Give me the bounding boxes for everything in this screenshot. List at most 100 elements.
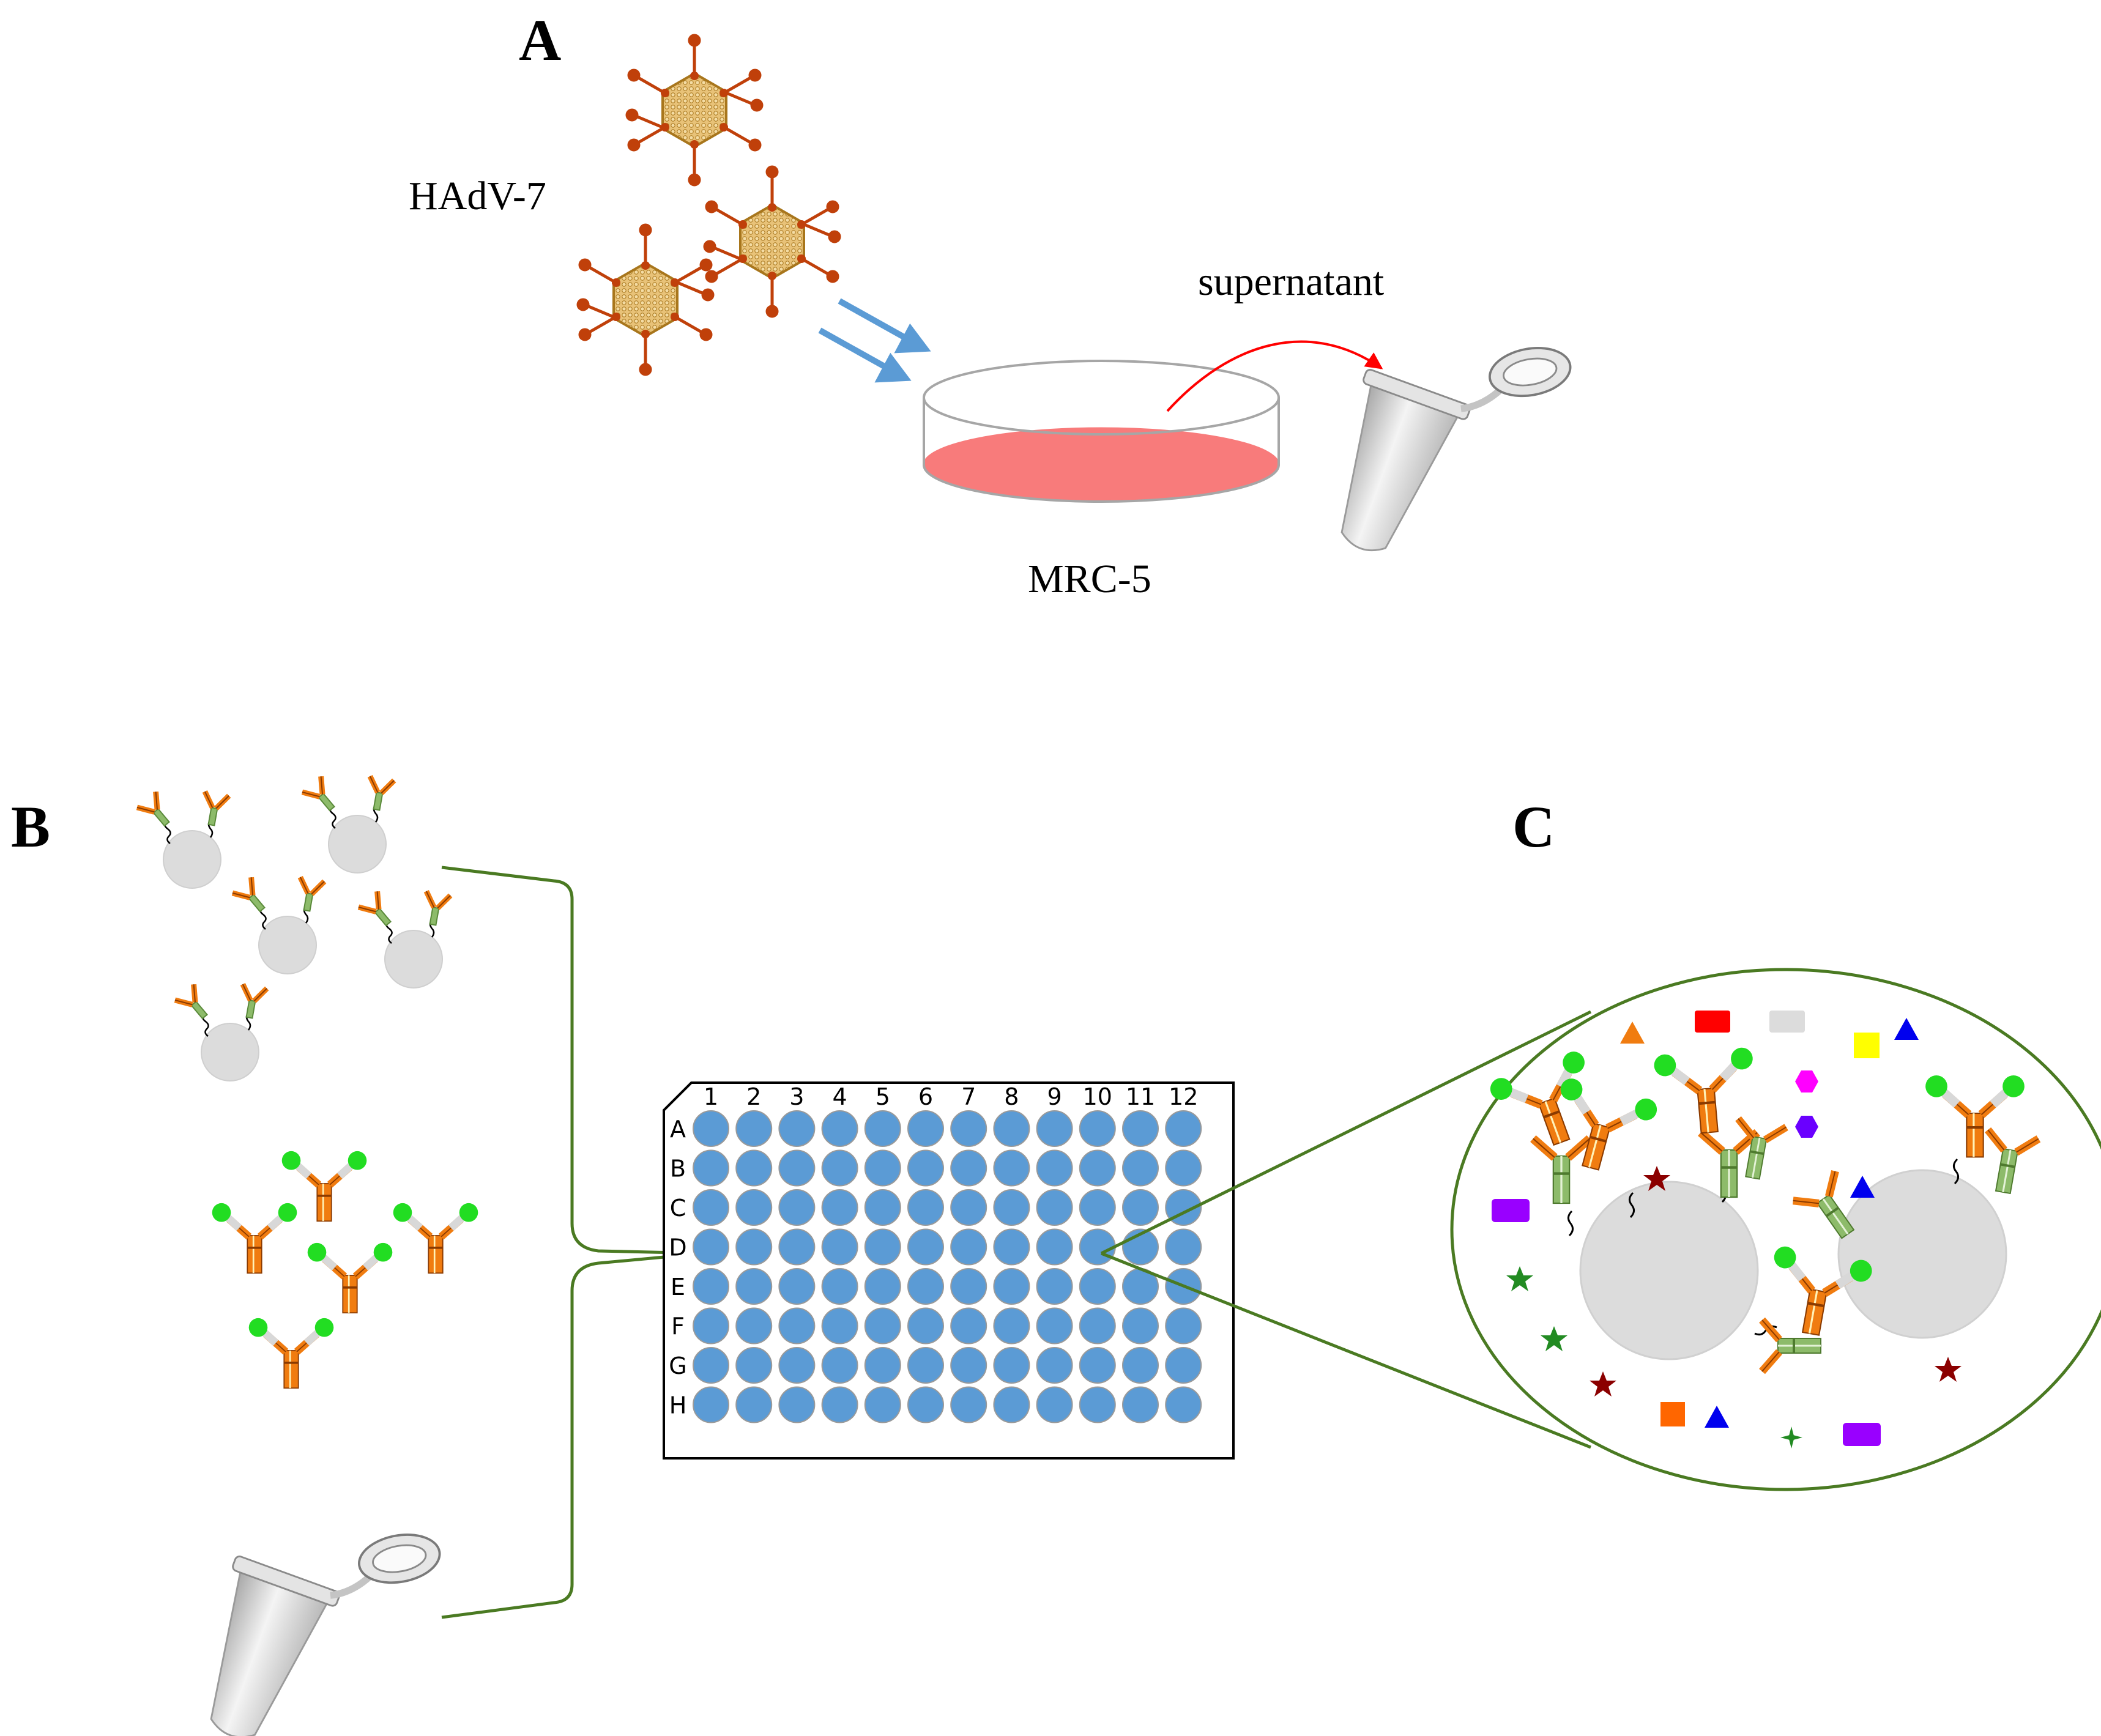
plate-well	[864, 1386, 901, 1423]
plate-well	[778, 1228, 816, 1266]
plate-column-label: 7	[961, 1083, 976, 1110]
labeled-antibody	[249, 1318, 334, 1388]
plate-well	[950, 1307, 987, 1345]
well-zoom-view	[1450, 968, 2101, 1491]
plate-well	[1165, 1347, 1202, 1384]
plate-row-label: C	[670, 1195, 686, 1222]
virus-particle-3	[578, 225, 713, 374]
panel-b-letter: B	[11, 794, 50, 859]
plate-well	[1122, 1307, 1159, 1345]
plate-well	[907, 1110, 944, 1147]
panel-c-letter: C	[1512, 794, 1555, 859]
plate-well	[1122, 1386, 1159, 1423]
cell-line-label: MRC-5	[1028, 557, 1151, 601]
plate-well	[1079, 1307, 1116, 1345]
plate-well	[907, 1228, 944, 1266]
plate-well	[778, 1268, 816, 1305]
plate-well	[993, 1189, 1030, 1226]
plate-well	[864, 1307, 901, 1345]
labeled-detection-antibodies	[212, 1151, 478, 1388]
plate-column-label: 3	[789, 1083, 804, 1110]
plate-well	[993, 1268, 1030, 1305]
plate-column-label: 6	[918, 1083, 933, 1110]
plate-well	[693, 1110, 729, 1147]
plate-well	[1036, 1149, 1073, 1187]
plate-well	[735, 1189, 773, 1226]
plate-well	[778, 1347, 816, 1384]
plate-well	[1079, 1347, 1116, 1384]
labeled-antibody	[212, 1203, 297, 1273]
plate-well	[821, 1110, 858, 1147]
virus-label: HAdV-7	[409, 174, 546, 218]
plate-well	[693, 1307, 729, 1345]
plate-well	[950, 1149, 987, 1187]
plate-well	[693, 1268, 729, 1305]
plate-well	[864, 1268, 901, 1305]
sample-tube	[178, 1468, 457, 1736]
plate-column-label: 9	[1047, 1083, 1062, 1110]
antibody-coated-bead	[175, 984, 267, 1081]
plate-well	[993, 1307, 1030, 1345]
plate-row-label: G	[669, 1352, 686, 1379]
plate-well	[993, 1386, 1030, 1423]
plate-well	[950, 1347, 987, 1384]
virus-particle-2	[705, 167, 839, 316]
plate-row-label: D	[669, 1234, 686, 1261]
plate-well	[778, 1189, 816, 1226]
plate-well	[735, 1386, 773, 1423]
plate-well	[735, 1149, 773, 1187]
plate-well	[821, 1228, 858, 1266]
plate-well	[821, 1307, 858, 1345]
plate-well	[1079, 1149, 1116, 1187]
plate-well	[1036, 1386, 1073, 1423]
plate-well	[950, 1189, 987, 1226]
supernatant-transfer-arrow	[1166, 340, 1383, 412]
plate-well	[864, 1189, 901, 1226]
plate-well	[735, 1307, 773, 1345]
labeled-antibody	[308, 1243, 393, 1313]
plate-row-label: H	[669, 1392, 687, 1419]
plate-well	[1165, 1386, 1202, 1423]
plate-well	[864, 1110, 901, 1147]
plate-well	[993, 1110, 1030, 1147]
plate-wells	[693, 1110, 1202, 1423]
labeled-antibody	[393, 1203, 478, 1273]
plate-column-label: 4	[833, 1083, 847, 1110]
plate-column-label: 2	[746, 1083, 761, 1110]
plate-well	[735, 1268, 773, 1305]
plate-column-label: 5	[876, 1083, 890, 1110]
plate-well	[1165, 1228, 1202, 1266]
plate-well	[693, 1228, 729, 1266]
plate-well	[693, 1149, 729, 1187]
capture-bead	[1579, 1181, 1759, 1360]
virus-particle-1	[627, 35, 762, 185]
plate-well	[950, 1110, 987, 1147]
plate-column-label: 10	[1083, 1083, 1112, 1110]
capture-bead	[1837, 1169, 2007, 1339]
plate-well	[907, 1386, 944, 1423]
plate-well	[950, 1268, 987, 1305]
plate-well	[778, 1110, 816, 1147]
supernatant-label: supernatant	[1198, 259, 1384, 304]
plate-row-label: F	[671, 1313, 685, 1340]
plate-well	[1079, 1268, 1116, 1305]
plate-well	[821, 1386, 858, 1423]
plate-well	[1036, 1268, 1073, 1305]
plate-well	[1079, 1110, 1116, 1147]
plate-well	[864, 1228, 901, 1266]
plate-well	[907, 1268, 944, 1305]
plate-well	[735, 1347, 773, 1384]
plate-well	[993, 1149, 1030, 1187]
antibody-coated-bead	[302, 776, 394, 873]
plate-well	[864, 1347, 901, 1384]
supernatant-tube	[1309, 281, 1588, 598]
plate-well	[735, 1228, 773, 1266]
plate-well	[778, 1307, 816, 1345]
plate-well	[821, 1149, 858, 1187]
plate-well	[1036, 1307, 1073, 1345]
plate-row-label: B	[670, 1155, 686, 1182]
plate-well	[1036, 1347, 1073, 1384]
plate-well	[993, 1228, 1030, 1266]
plate-well	[993, 1347, 1030, 1384]
